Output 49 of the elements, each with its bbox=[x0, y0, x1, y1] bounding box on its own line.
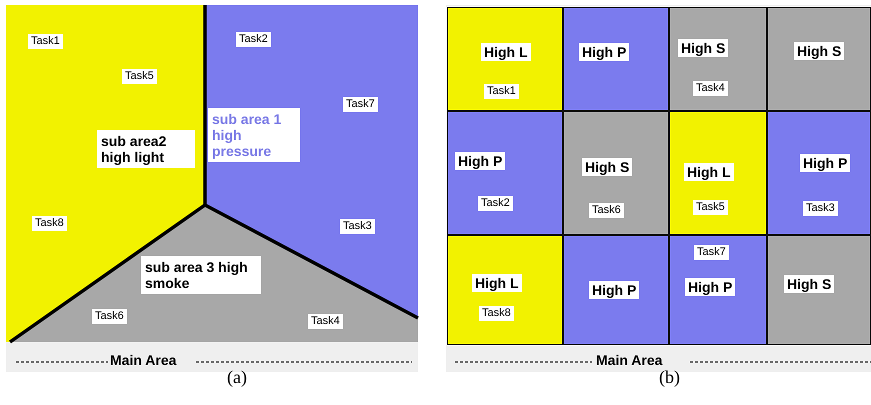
task-label: Task3 bbox=[340, 219, 375, 234]
task-label: Task5 bbox=[122, 69, 157, 84]
task-label: Task1 bbox=[28, 34, 63, 49]
area-title: Main Area bbox=[596, 352, 662, 368]
grid-cell bbox=[563, 111, 669, 235]
task-label: Task2 bbox=[478, 196, 513, 211]
task-label: Task6 bbox=[589, 203, 624, 218]
main-area-panel bbox=[446, 5, 871, 372]
main-area-panel bbox=[6, 5, 418, 372]
task-label: Task7 bbox=[694, 245, 729, 260]
area-label: High P bbox=[685, 278, 736, 296]
grid-cell bbox=[767, 111, 871, 235]
area-label: High S bbox=[582, 158, 632, 176]
panel-caption: (b) bbox=[659, 367, 680, 388]
area-label: sub area 3 high smoke bbox=[141, 256, 261, 294]
area-label: sub area2 high light bbox=[97, 130, 195, 168]
task-label: Task2 bbox=[236, 32, 271, 47]
area-label: High P bbox=[579, 43, 630, 62]
area-label: High L bbox=[472, 274, 522, 292]
task-label: Task6 bbox=[92, 309, 127, 324]
grid-cell bbox=[563, 235, 669, 345]
grid-cell bbox=[767, 235, 871, 345]
task-label: Task7 bbox=[343, 97, 378, 112]
area-label: High L bbox=[481, 43, 531, 62]
panel-caption: (a) bbox=[227, 367, 247, 388]
grid-cell bbox=[447, 111, 563, 235]
area-label: High L bbox=[684, 163, 734, 182]
area-label: High P bbox=[589, 281, 640, 300]
task-label: Task8 bbox=[479, 306, 514, 321]
area-label: High S bbox=[784, 275, 834, 294]
grid-cell bbox=[563, 7, 669, 111]
area-label: High P bbox=[455, 152, 506, 170]
area-label: High S bbox=[794, 42, 844, 60]
task-label: Task1 bbox=[484, 84, 519, 99]
grid-cell bbox=[669, 111, 767, 235]
grid-cell bbox=[669, 235, 767, 345]
grid-cell bbox=[669, 7, 767, 111]
area-label: sub area 1 high pressure bbox=[208, 108, 300, 162]
grid-cell bbox=[767, 7, 871, 111]
grid-cell bbox=[447, 7, 563, 111]
area-title: Main Area bbox=[110, 352, 176, 368]
task-label: Task5 bbox=[693, 200, 728, 215]
area-label: High P bbox=[800, 154, 850, 172]
task-label: Task3 bbox=[803, 201, 838, 216]
grid-cell bbox=[447, 235, 563, 345]
area-label: High S bbox=[678, 39, 728, 58]
task-label: Task4 bbox=[308, 314, 343, 329]
task-label: Task8 bbox=[32, 216, 67, 231]
task-label: Task4 bbox=[693, 81, 728, 96]
